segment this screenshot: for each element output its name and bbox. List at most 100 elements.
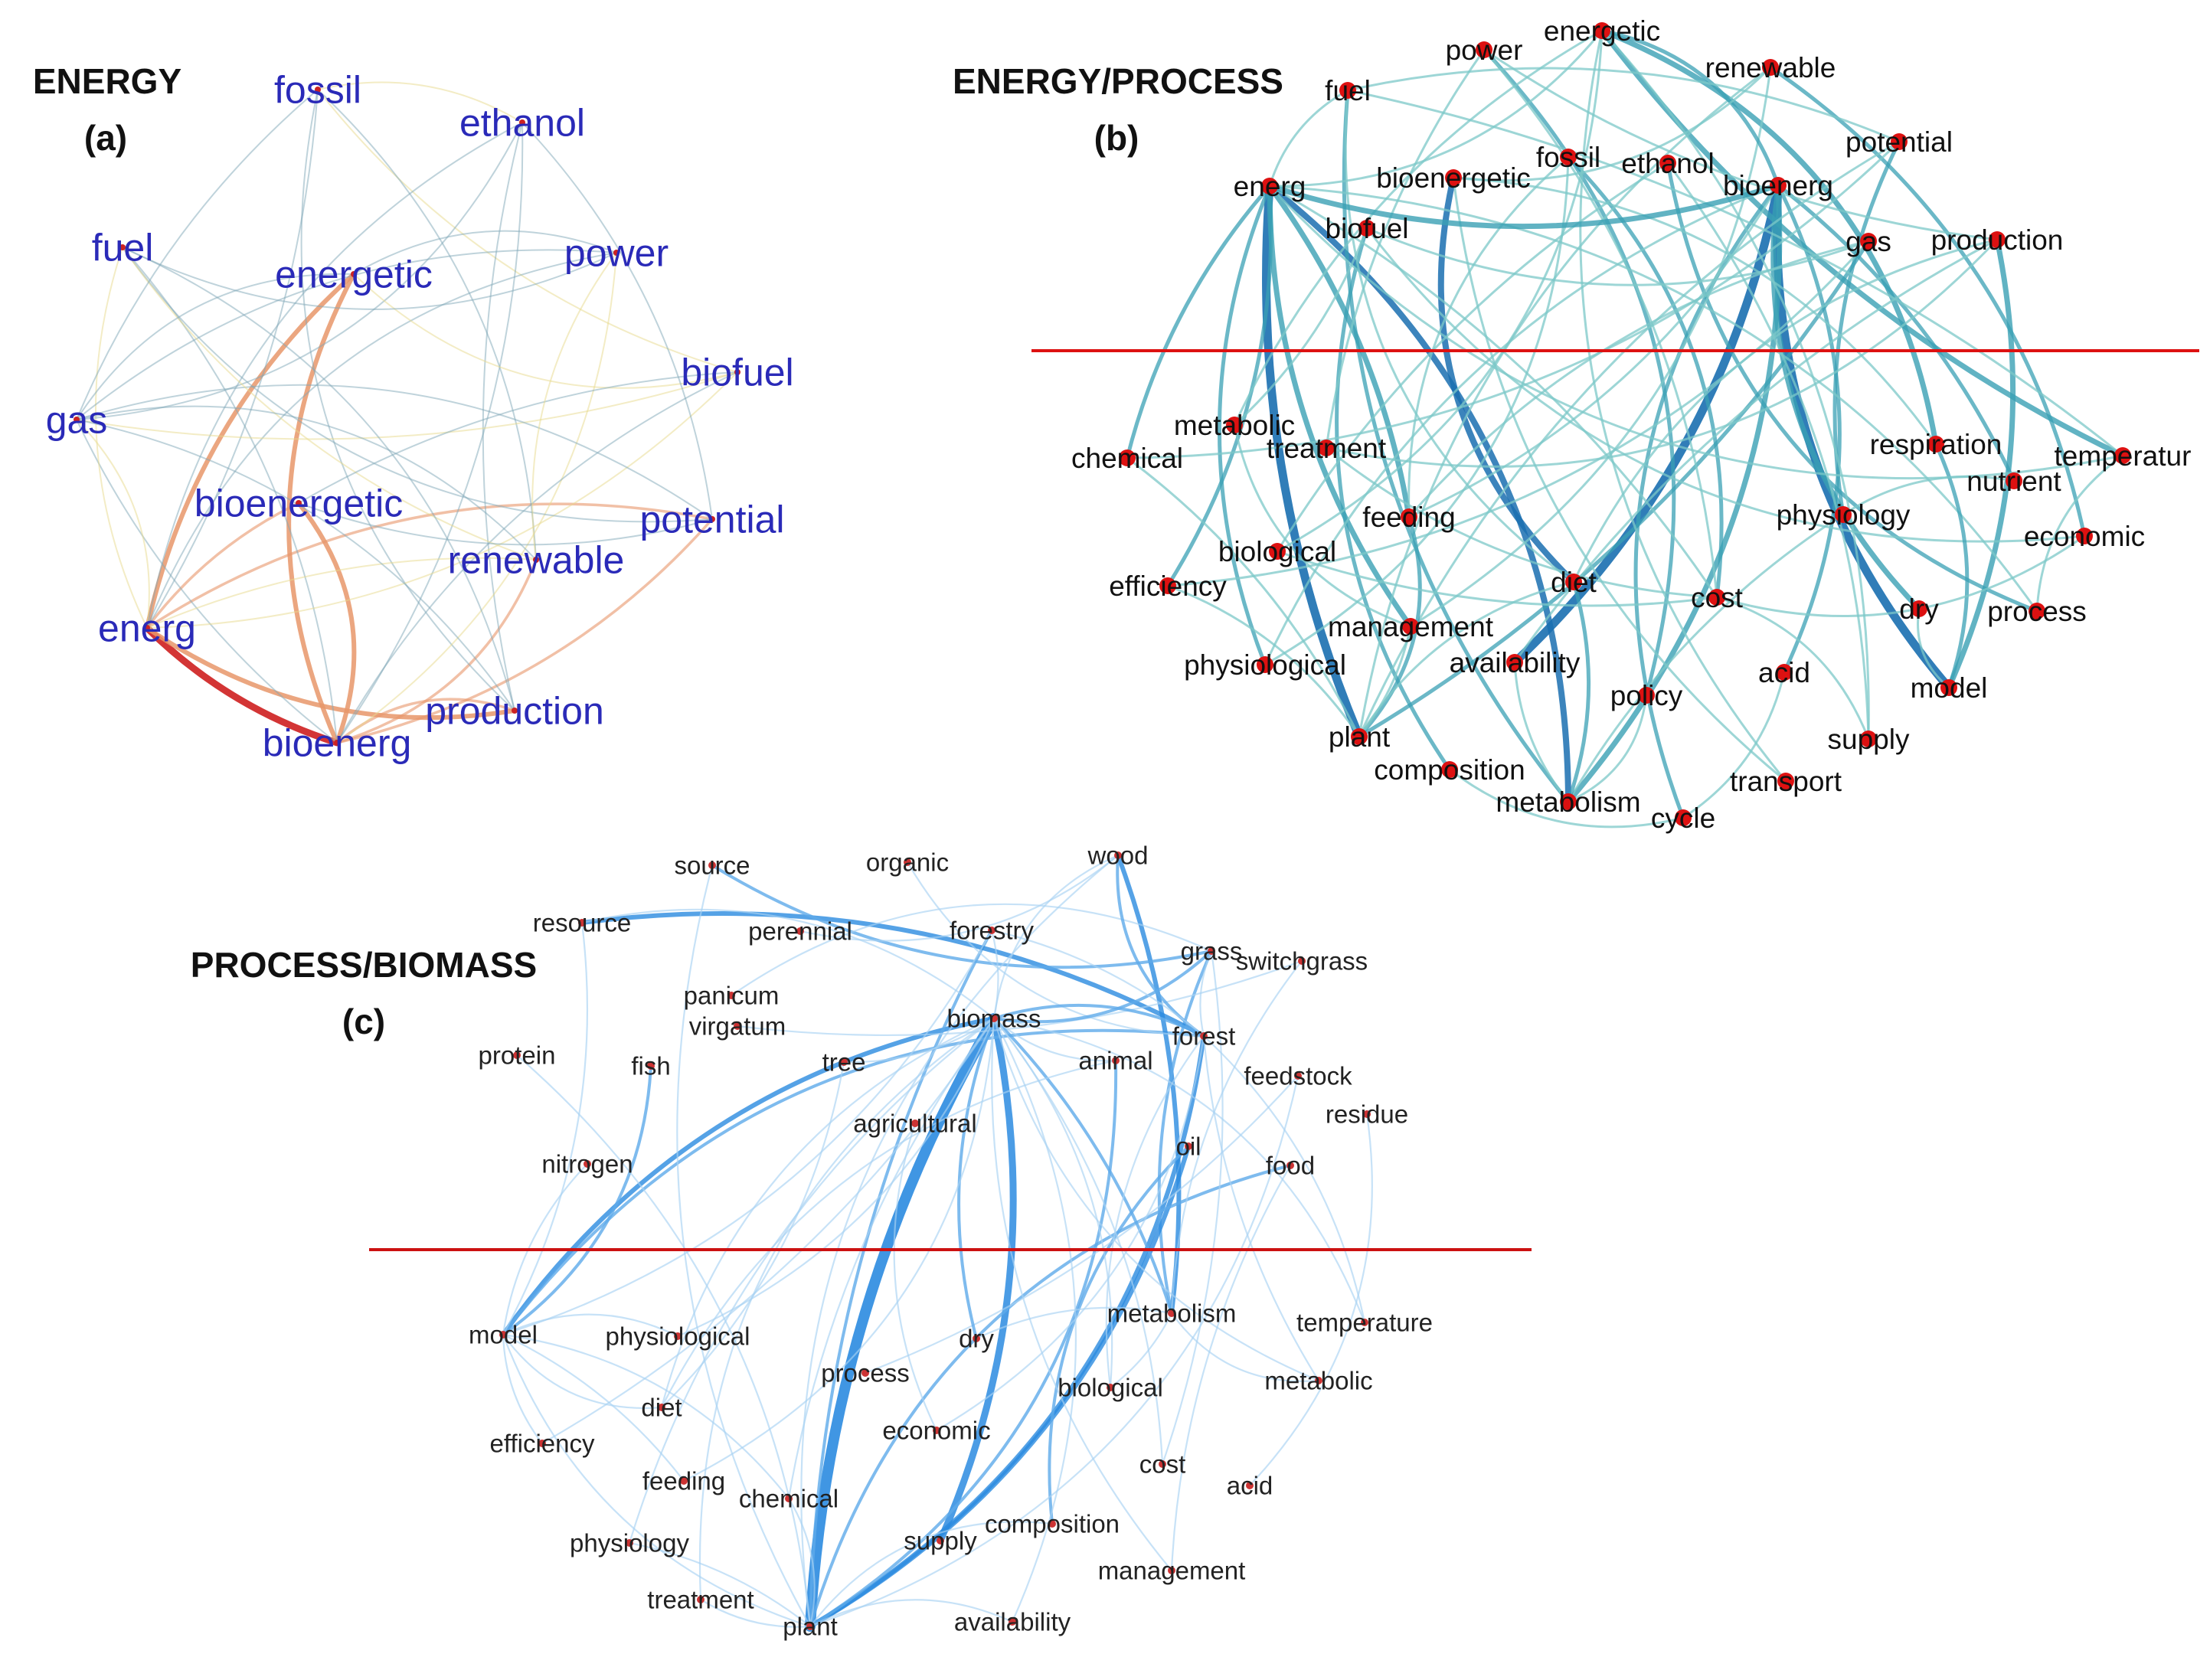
panel-c-node-acid-dot (1246, 1482, 1254, 1489)
panel-b-edge-bioenergetic-diet (1437, 175, 1577, 585)
panel-c-edge-plant-physiology (628, 1541, 812, 1628)
panel-c-node-temperature-label: temperature (1296, 1309, 1433, 1337)
panel-b-edge-energ-bioenerg (1267, 182, 1781, 230)
panel-a-edge-fossil-renewable (317, 89, 537, 561)
panel-c-node-agricultural-label: agricultural (853, 1110, 976, 1138)
panel-b-nodes: powerenergeticrenewablefuelpotentialfoss… (1071, 15, 2191, 834)
panel-b-node-feeding-label: feeding (1362, 502, 1455, 533)
panel-b-edge-energetic-respiration (1599, 28, 1939, 447)
panel-b-letter: (b) (1094, 118, 1139, 158)
panel-b-edge-energ-physiological (1218, 184, 1272, 667)
panel-c-edge-biomass-feeding (682, 1017, 995, 1482)
panel-a-node-renewable-dot (533, 557, 539, 563)
panel-c-node-model-label: model (469, 1321, 538, 1349)
panel-c-edge-resource-biomass (580, 908, 995, 1020)
panel-c-edge-animal-plant (809, 1059, 1118, 1628)
panel-a-edge-fossil-ethanol (317, 81, 523, 123)
panel-c-node-perennial-dot (796, 927, 804, 935)
panel-b-edge-cost-supply (1715, 596, 1870, 740)
panel-b-node-efficiency-label: efficiency (1109, 570, 1227, 602)
panel-b-node-model-dot (1940, 679, 1957, 696)
panel-b-node-ethanol-dot (1659, 155, 1676, 172)
panel-b-node-production-dot (1989, 231, 2006, 248)
panel-b-edge-management-plant (1358, 625, 1412, 738)
panel-b-node-gas-label: gas (1845, 226, 1891, 257)
panel-c-node-temperature-dot (1361, 1319, 1368, 1326)
panel-a-edge-gas-bioenerg (76, 419, 338, 744)
panel-b-node-respiration-label: respiration (1870, 429, 2002, 460)
panel-b-node-physiology-label: physiology (1777, 499, 1911, 531)
panel-a-edge-power-renewable (531, 252, 617, 561)
panel-c-node-organic-label: organic (866, 848, 949, 877)
panel-b-node-supply-dot (1860, 731, 1877, 747)
panel-c-node-cost-dot (1159, 1460, 1166, 1468)
panel-c-node-forest-label: forest (1172, 1022, 1236, 1051)
panel-c-edge-forest-metabolic (1202, 1034, 1320, 1382)
panel-b-node-availability-label: availability (1450, 647, 1581, 678)
panel-c-edge-biomass-diet (660, 1017, 995, 1409)
panel-c-node-dry-dot (973, 1335, 980, 1342)
panel-c-node-biomass-dot (990, 1015, 998, 1022)
panel-b-node-availability-dot (1506, 654, 1523, 671)
panel-b-node-physiological-label: physiological (1184, 649, 1346, 681)
panel-c-node-animal-dot (1112, 1057, 1120, 1064)
panel-b-node-metabolism-dot (1560, 793, 1577, 810)
panel-b-node-nutrient-label: nutrient (1966, 466, 2061, 497)
panel-c-node-acid-label: acid (1227, 1472, 1273, 1500)
panel-c-node-management-label: management (1098, 1557, 1246, 1585)
panel-b-edge-renewable-management (1409, 66, 1772, 628)
panel-b-node-process-label: process (1987, 596, 2087, 627)
panel-c-node-chemical-dot (785, 1495, 793, 1502)
panel-c-node-biological-label: biological (1058, 1374, 1163, 1402)
panel-b-node-temperatur-label: temperatur (2055, 440, 2192, 472)
panel-b-node-treatment-dot (1318, 440, 1335, 456)
panel-c-edge-forest-economic (935, 1034, 1205, 1432)
panel-b-node-bioenerg-dot (1770, 177, 1787, 194)
panel-b-edge-physiology-metabolism (1567, 513, 1845, 803)
panel-c-edge-model-chemical (502, 1333, 790, 1500)
panel-c-node-protein-dot (513, 1051, 521, 1059)
panel-c-node-treatment-dot (697, 1596, 705, 1603)
panel-c-edge-resource-forest (580, 911, 1206, 1038)
panel-b-node-plant-dot (1351, 728, 1368, 745)
panel-c-node-dry-label: dry (959, 1325, 994, 1353)
panel-c-edge-fish-model (502, 1064, 652, 1336)
panel-b-node-acid-label: acid (1758, 657, 1810, 688)
panel-c-edge-animal-diet (660, 1059, 1117, 1409)
panel-b-edge-power-production (1483, 48, 1999, 241)
panel-b-node-energ-dot (1261, 178, 1278, 194)
panel-c-node-food-dot (1286, 1162, 1294, 1169)
panel-c-node-food-label: food (1266, 1152, 1315, 1180)
panel-c-node-virgatum-dot (734, 1022, 741, 1030)
panel-b-edge-energ-energetic (1268, 29, 1604, 188)
panel-b-edge-dry-model (1917, 607, 1950, 689)
panel-b-node-biofuel-dot (1358, 220, 1375, 237)
panel-c-node-feeding-label: feeding (642, 1467, 725, 1495)
panel-a-edge-energ-energetic (145, 272, 356, 630)
panel-c-node-economic-dot (933, 1427, 940, 1434)
panel-b-edge-production-treatment (1325, 238, 1999, 468)
panel-c-edge-biomass-treatment (698, 1017, 995, 1601)
panel-c-edge-biomass-metabolic (992, 1017, 1320, 1382)
panel-energy-process: powerenergeticrenewablefuelpotentialfoss… (953, 15, 2199, 834)
panel-c-node-source-label: source (674, 851, 750, 880)
panel-b-node-dry-label: dry (1899, 593, 1939, 625)
panel-b-edge-acid-cycle (1682, 671, 1786, 819)
panel-b-node-metabolism-label: metabolism (1496, 786, 1640, 818)
panel-a-edge-energ-bioenergetic (145, 502, 300, 629)
panel-c-node-physiological-dot (674, 1332, 682, 1340)
panel-b-edge-economic-cost (1715, 534, 2086, 617)
panel-c-node-forestry-dot (988, 927, 995, 934)
panel-c-node-availability-label: availability (954, 1608, 1071, 1636)
panel-b-edge-fossil-cost (1566, 155, 1724, 600)
panel-c-node-availability-dot (1009, 1618, 1016, 1626)
panel-b-edge-respiration-model (1934, 442, 1970, 690)
panel-c-edges (501, 853, 1373, 1632)
panel-a-edge-potential-fuel (122, 247, 713, 523)
panel-b-edge-energ-metabolism (1267, 183, 1571, 805)
panel-c-edge-biomass-efficiency (541, 1017, 995, 1445)
panel-a-edge-renewable-energ (146, 557, 537, 629)
